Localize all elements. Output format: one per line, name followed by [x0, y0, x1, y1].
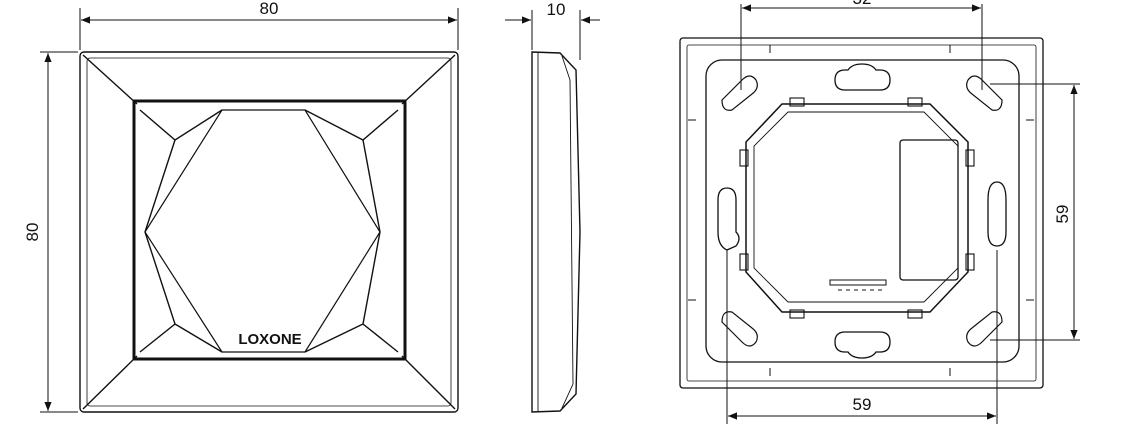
side-view	[531, 51, 581, 413]
slot-bottom-right	[966, 311, 1003, 347]
keyhole-right	[987, 181, 1007, 247]
keyhole-top	[834, 63, 891, 91]
keyhole-left	[717, 187, 740, 251]
facet-left-bottom	[174, 323, 223, 353]
back-view	[679, 37, 1044, 389]
central-housing	[745, 103, 969, 313]
mounting-plate	[705, 59, 1020, 363]
back-top-dimension	[740, 4, 983, 90]
facet-left-upper	[139, 109, 223, 141]
side-profile	[531, 51, 581, 413]
facet-left-lower	[139, 231, 176, 353]
slot-top-right	[966, 75, 1003, 111]
central-housing-inner	[753, 111, 959, 303]
front-width-label: 80	[260, 0, 279, 18]
housing-clips	[739, 97, 975, 319]
frame-corner-line-tl	[82, 54, 138, 105]
front-height-dimension	[40, 51, 78, 413]
frame-ticks	[688, 45, 1034, 376]
side-profile-edge-3	[569, 79, 574, 385]
front-button-plate	[132, 99, 407, 361]
brand-logo-text: LOXONE	[238, 331, 301, 348]
front-view	[79, 51, 459, 413]
back-frame-inner-edge	[686, 44, 1037, 382]
front-frame-inner-edge	[86, 57, 452, 407]
side-depth-label: 10	[547, 0, 566, 19]
facet-right-mid	[362, 139, 381, 233]
slot-top-left	[721, 75, 758, 111]
slot-bottom-left	[721, 311, 758, 347]
back-bottom-dimension	[726, 250, 998, 424]
back-outer-frame	[679, 37, 1044, 389]
keyhole-bottom	[834, 331, 891, 359]
back-vertical-dimension	[990, 83, 1080, 341]
front-width-dimension	[79, 8, 459, 50]
front-height-label: 80	[23, 223, 42, 242]
frame-corner-line-tr	[401, 54, 456, 105]
side-depth-dimension	[505, 10, 600, 60]
sensor-window	[899, 139, 959, 281]
front-outer-frame	[79, 51, 459, 413]
facet-left-mid	[144, 139, 176, 233]
connector-pins	[829, 279, 887, 291]
facet-right-upper	[304, 109, 399, 141]
back-bottom-spacing-label: 59	[853, 395, 872, 414]
back-top-spacing-label: 32	[853, 0, 872, 8]
front-hexagon-facet	[144, 109, 381, 353]
facet-right-bottom	[304, 323, 364, 353]
side-profile-edge-4	[561, 383, 574, 409]
frame-corner-line-br	[401, 355, 456, 410]
back-vertical-spacing-label: 59	[1053, 205, 1072, 224]
side-profile-edge-2	[561, 55, 571, 81]
corner-mounting-slots	[721, 75, 1003, 347]
frame-corner-line-bl	[82, 355, 138, 410]
